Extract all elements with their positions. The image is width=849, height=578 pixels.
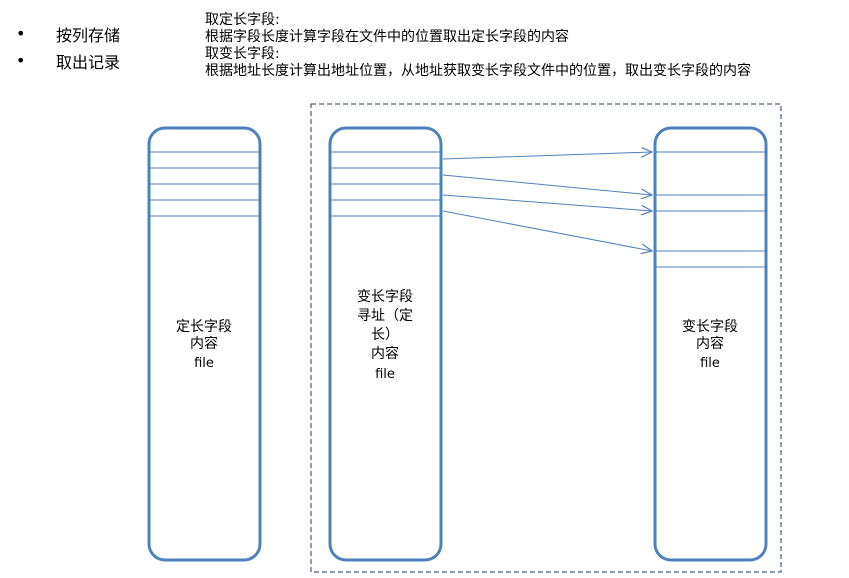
fixed-column-label-line: 内容 xyxy=(190,335,218,352)
bullet-list: • 按列存储 • 取出记录 xyxy=(16,20,120,74)
address-column-label-line: 变长字段 xyxy=(357,289,413,305)
note-fixed-title: 取定长字段: xyxy=(205,12,280,28)
bullet-label: 按列存储 xyxy=(56,25,121,45)
variable-column-label-line: 变长字段 xyxy=(682,319,738,335)
address-column-label-line: file xyxy=(375,367,395,382)
note-variable-body: 根据地址长度计算出地址位置，从地址获取变长字段文件中的位置，取出变长字段的内容 xyxy=(205,63,751,79)
address-pointer-arrows xyxy=(442,152,652,251)
fixed-length-file-column: 定长字段 内容 file xyxy=(147,126,262,562)
variable-field-group-box xyxy=(310,103,782,573)
note-fixed-body: 根据字段长度计算字段在文件中的位置取出定长字段的内容 xyxy=(205,29,569,45)
variable-column-label-line: 内容 xyxy=(696,335,724,352)
fixed-column-label-line: 定长字段 xyxy=(176,319,232,335)
bullet-item-columnar-storage: • 按列存储 xyxy=(16,20,120,47)
address-column-label-line: 寻址（定 xyxy=(357,308,413,324)
pointer-arrow xyxy=(442,152,652,160)
address-file-column: 变长字段 寻址（定 长） 内容 file xyxy=(328,126,443,562)
pointer-arrow xyxy=(442,210,652,251)
fixed-column-label-line: file xyxy=(194,356,214,371)
address-column-label-line: 长） xyxy=(371,327,399,343)
explanation-notes: 取定长字段: 根据字段长度计算字段在文件中的位置取出定长字段的内容 取变长字段:… xyxy=(205,12,751,80)
variable-content-file-cylinder xyxy=(653,126,768,562)
variable-column-label-line: file xyxy=(700,356,720,371)
bullet-label: 取出记录 xyxy=(56,52,121,72)
pointer-arrow xyxy=(442,174,652,195)
bullet-item-fetch-record: • 取出记录 xyxy=(16,47,120,74)
address-file-cylinder xyxy=(328,126,443,562)
pointer-arrow xyxy=(442,194,652,211)
variable-content-file-column: 变长字段 内容 file xyxy=(653,126,768,562)
address-column-label-line: 内容 xyxy=(371,345,399,362)
note-variable-title: 取变长字段: xyxy=(205,46,280,62)
bullet-marker: • xyxy=(16,51,26,70)
bullet-marker: • xyxy=(16,24,26,43)
fixed-length-file-cylinder xyxy=(147,126,262,562)
